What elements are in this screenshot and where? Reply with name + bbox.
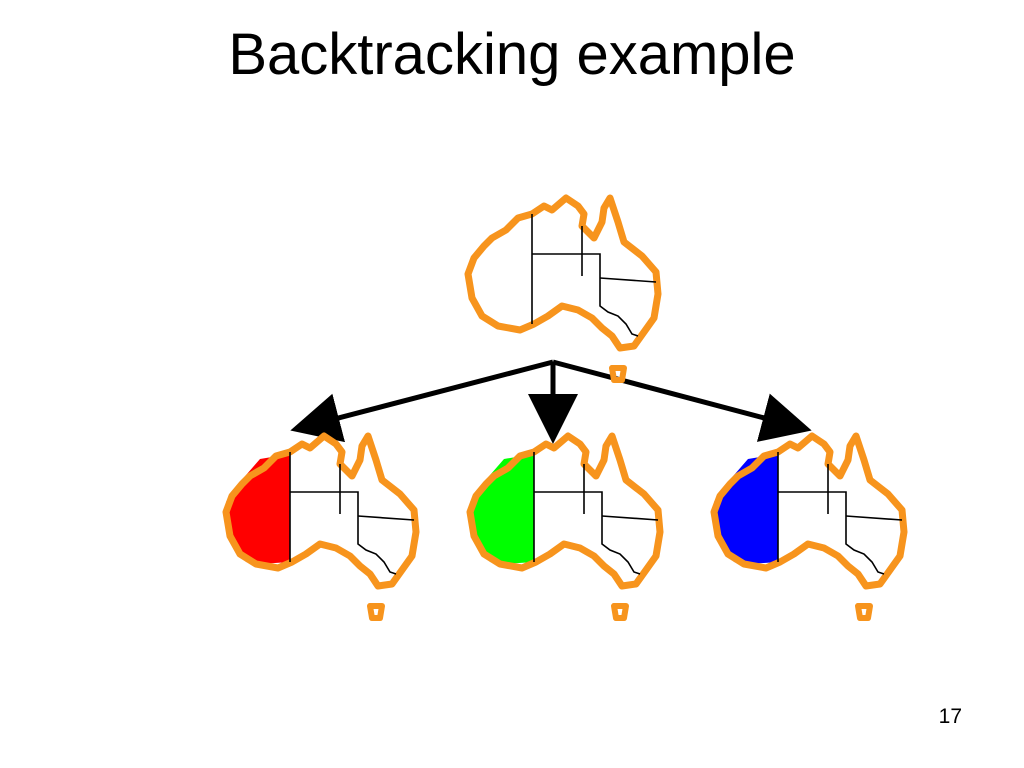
state-border — [601, 515, 659, 521]
coastline-outline — [710, 432, 908, 590]
coastline-outline — [611, 603, 629, 621]
coastline-outline — [609, 365, 627, 383]
coastline-outline — [367, 603, 385, 621]
state-border — [534, 491, 603, 512]
edge-to-blue-child — [552, 359, 812, 442]
state-border — [778, 491, 847, 512]
state-border — [599, 274, 639, 337]
coastline-outline — [464, 194, 662, 352]
coastline-outline — [222, 432, 420, 590]
state-border — [357, 512, 397, 575]
green-wa-map-node — [466, 432, 664, 621]
state-border — [601, 512, 641, 575]
state-border — [290, 491, 359, 512]
coastline-outline — [466, 432, 664, 590]
page-number: 17 — [938, 705, 962, 728]
red-wa-map-node — [222, 432, 420, 621]
state-border — [357, 515, 415, 521]
edge-to-red-child — [290, 359, 554, 443]
coastline-outline — [855, 603, 873, 621]
state-border — [845, 512, 885, 575]
slide-title: Backtracking example — [228, 22, 796, 87]
tree-edges — [290, 359, 812, 444]
state-border — [599, 277, 657, 283]
state-border — [845, 515, 903, 521]
state-border — [532, 253, 601, 274]
root-map-node — [464, 194, 662, 383]
blue-wa-map-node — [710, 432, 908, 621]
